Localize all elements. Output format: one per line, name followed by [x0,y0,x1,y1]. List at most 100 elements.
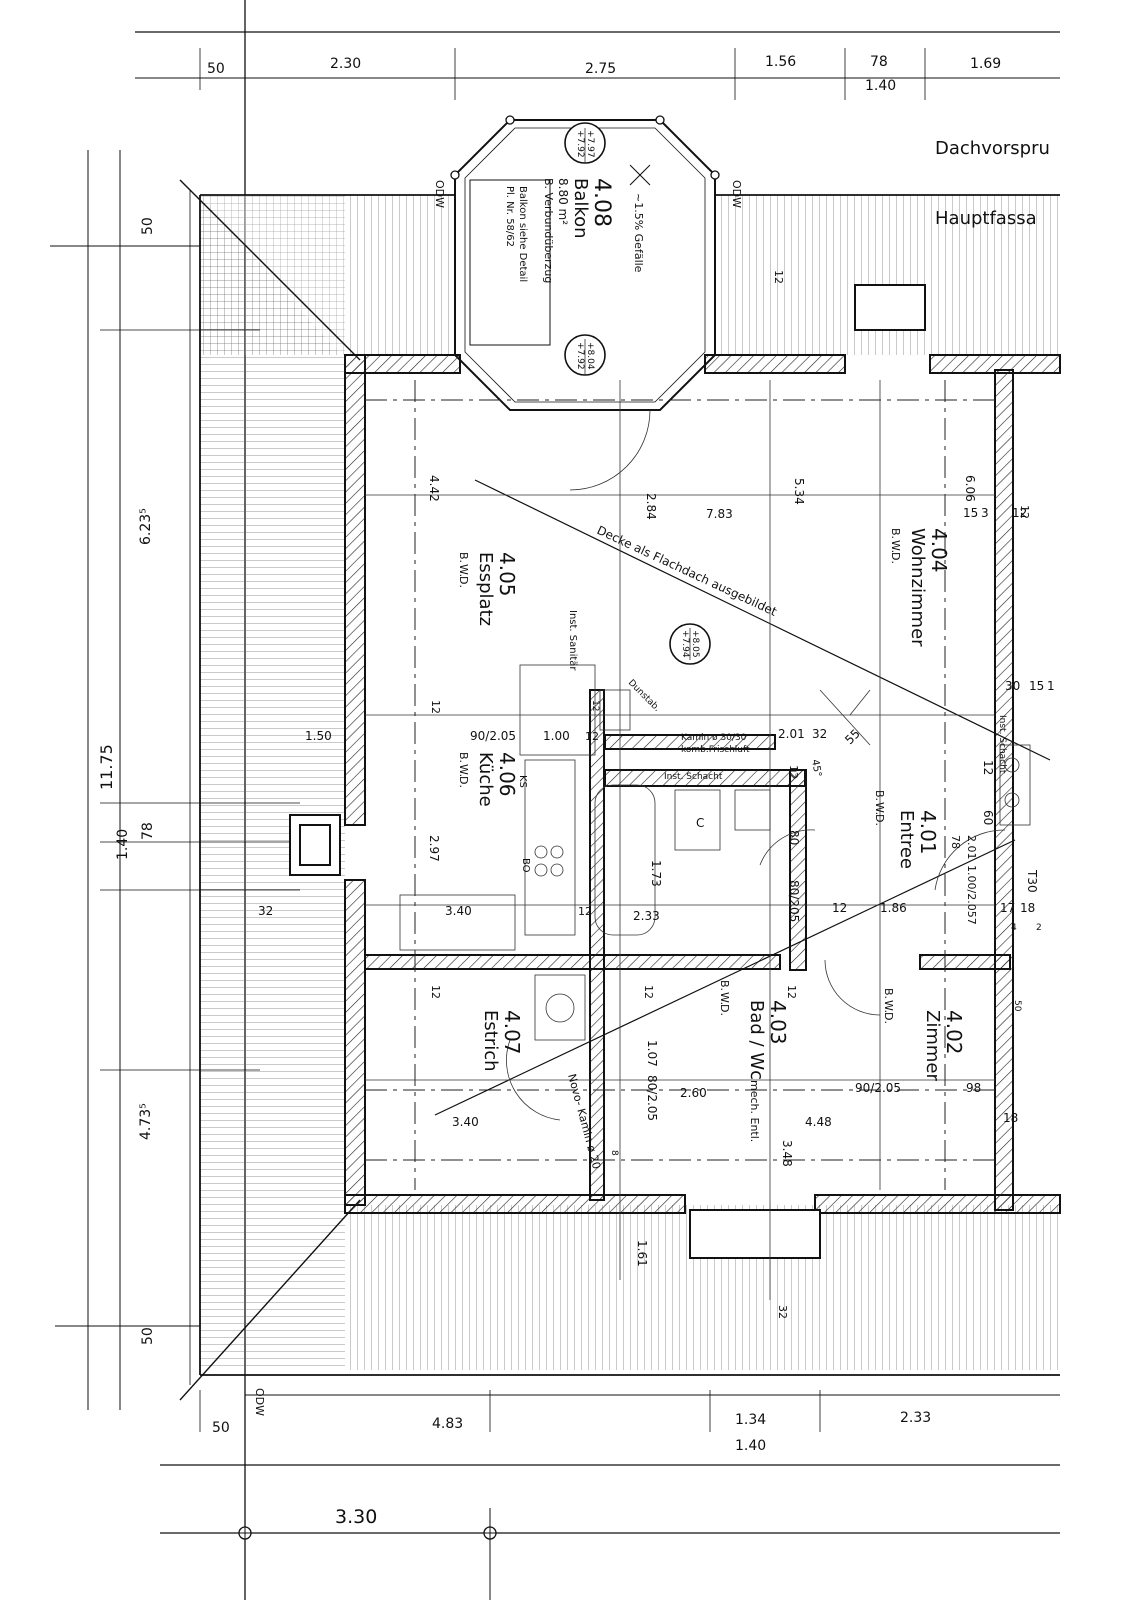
dim-bottom-5: 3.30 [335,1506,377,1528]
dim-inner-13: 1.00 [543,729,570,743]
dim-inner-28: 78 [949,835,962,849]
dim-bottom-0: 50 [212,1420,230,1436]
room-number-zimmer: 4.02 [942,1010,966,1055]
dim-top-6: 1.69 [970,56,1001,72]
level-3: +7.92 [575,342,585,370]
room-number-balkon: 4.08 [589,178,614,227]
dim-top-0: 50 [207,61,225,77]
dim-inner-29: 2.01 [965,835,978,860]
note-dunstabzug: Dunstab. [626,678,662,714]
dim-inner-46: 18 [1003,1111,1018,1125]
room-code-kueche-0: B. [457,752,470,763]
level-4: +8.05 [690,630,700,658]
dim-inner-25: 80/205 [787,880,801,922]
dim-left-0: 50 [140,217,156,235]
level-2: +8.04 [585,342,595,370]
dim-inner-54: 12 [787,765,800,779]
dim-inner-35: 32 [258,904,273,918]
dims-left: 50 6.23⁵ 11.75 78 1.40 4.73⁵ 50 [97,217,156,1345]
dim-inner-11: 1.50 [305,729,332,743]
dim-inner-45: 98 [966,1081,981,1095]
room-name-bad: Bad / Wc [746,1000,767,1080]
room-name-essplatz: Essplatz [475,552,496,626]
dim-inner-4: 6.06 [963,475,977,502]
room-code-essplatz-2: D. [457,576,470,588]
dim-inner-17: 55 [842,726,863,747]
walls [289,284,1061,1259]
room-note-balkon: B. Verbundüberzug [542,178,555,283]
dim-inner-59: 50 [1012,1000,1022,1012]
note-flachdach: Decke als Flachdach ausgebildet [595,523,779,619]
room-code-essplatz-1: W. [457,564,470,577]
dim-inner-5: 15 [963,506,978,520]
levels: +7.97 +7.92 +8.04 +7.92 +8.05 +7.94 [575,130,700,658]
dim-inner-58: 8 [609,1150,619,1156]
dim-inner-6: 3 [981,506,989,520]
room-code-wohnzimmer-2: D. [889,552,902,564]
dim-inner-12: 90/2.05 [470,729,516,743]
dim-left-1: 6.23⁵ [138,508,154,545]
room-name-entree: Entree [896,810,917,869]
dim-bottom-1: 4.83 [432,1416,463,1432]
dim-inner-33: 4 [1011,923,1017,933]
room-code-kueche-2: D. [457,776,470,788]
dim-top-4: 78 [870,54,888,70]
dim-inner-32: 18 [1020,901,1035,915]
dim-top-1: 2.30 [330,56,361,72]
dim-inner-38: 12 [429,985,442,999]
dim-inner-56: 12 [787,768,797,779]
room-number-essplatz: 4.05 [495,552,519,597]
dim-left-2: 11.75 [97,744,116,790]
dim-inner-16: 32 [812,727,827,741]
room-code-bad-1: W. [718,992,731,1005]
dim-inner-22: 1.73 [649,860,663,887]
dims-bottom: 50 4.83 1.34 1.40 2.33 3.30 [212,1410,931,1528]
dim-inner-41: 1.07 [645,1040,659,1067]
dim-inner-26: 12 [832,901,847,915]
room-name-wohnzimmer: Wohnzimmer [907,528,928,647]
dim-inner-30: 1.00/2.057 [965,865,978,925]
note-inst-schacht-2: Inst. Schacht [997,715,1007,774]
dim-inner-23: 2.33 [633,909,660,923]
dim-inner-8: 30 [1005,679,1020,693]
dim-inner-47: 4.48 [805,1115,832,1129]
dim-bottom-2: 1.34 [735,1412,766,1428]
note-odw-2: ODW [730,180,743,208]
dim-top-3: 1.56 [765,54,796,70]
dim-inner-43: 2.60 [680,1086,707,1100]
dim-top-2: 2.75 [585,61,616,77]
dim-inner-31: 17 [1000,901,1015,915]
dim-inner-49: 3.40 [452,1115,479,1129]
dim-inner-51: 32 [776,1305,789,1319]
dim-left-4: 1.40 [115,829,131,860]
dim-inner-1: 2.84 [644,493,658,520]
dim-inner-19: 12 [981,760,995,775]
dim-inner-27: 1.86 [880,901,907,915]
note-bo: BO [520,858,531,873]
note-kamin: Kamin ø 30/30 [681,733,747,743]
room-number-entree: 4.01 [916,810,940,855]
dim-inner-7: 12 [1012,506,1027,520]
note-inst-sanitaer: Inst. Sanitär [567,610,578,671]
room-name-zimmer: Zimmer [922,1010,943,1081]
room-detail-balkon: Balkon siehe Detail [517,186,528,282]
note-t30: T30 [1025,869,1039,893]
dim-inner-55: 12 [772,270,785,284]
dim-inner-0: 4.42 [427,475,441,502]
dim-inner-24: 80 [787,830,801,845]
dims-inner: 4.42 2.84 7.83 5.34 6.06 15 3 12 30 15 1… [258,270,1055,1319]
note-c: C [696,816,704,830]
dim-inner-2: 7.83 [706,507,733,521]
room-code-wohnzimmer-1: W. [889,540,902,553]
level-1: +7.92 [575,130,585,158]
dims-top: 50 2.30 2.75 1.56 78 1.40 1.69 [207,54,1001,94]
room-planref-balkon: Pl. Nr. 58/62 [504,186,515,247]
dim-inner-3: 5.34 [792,478,806,505]
room-code-entree-1: W. [873,802,886,815]
note-hauptfassade: Hauptfassa [935,208,1037,229]
dim-inner-36: 3.40 [445,904,472,918]
note-odw-3: ODW [253,1388,266,1416]
note-inst-schacht: Inst. Schacht [664,772,723,782]
room-code-zimmer-1: W. [882,1000,895,1013]
